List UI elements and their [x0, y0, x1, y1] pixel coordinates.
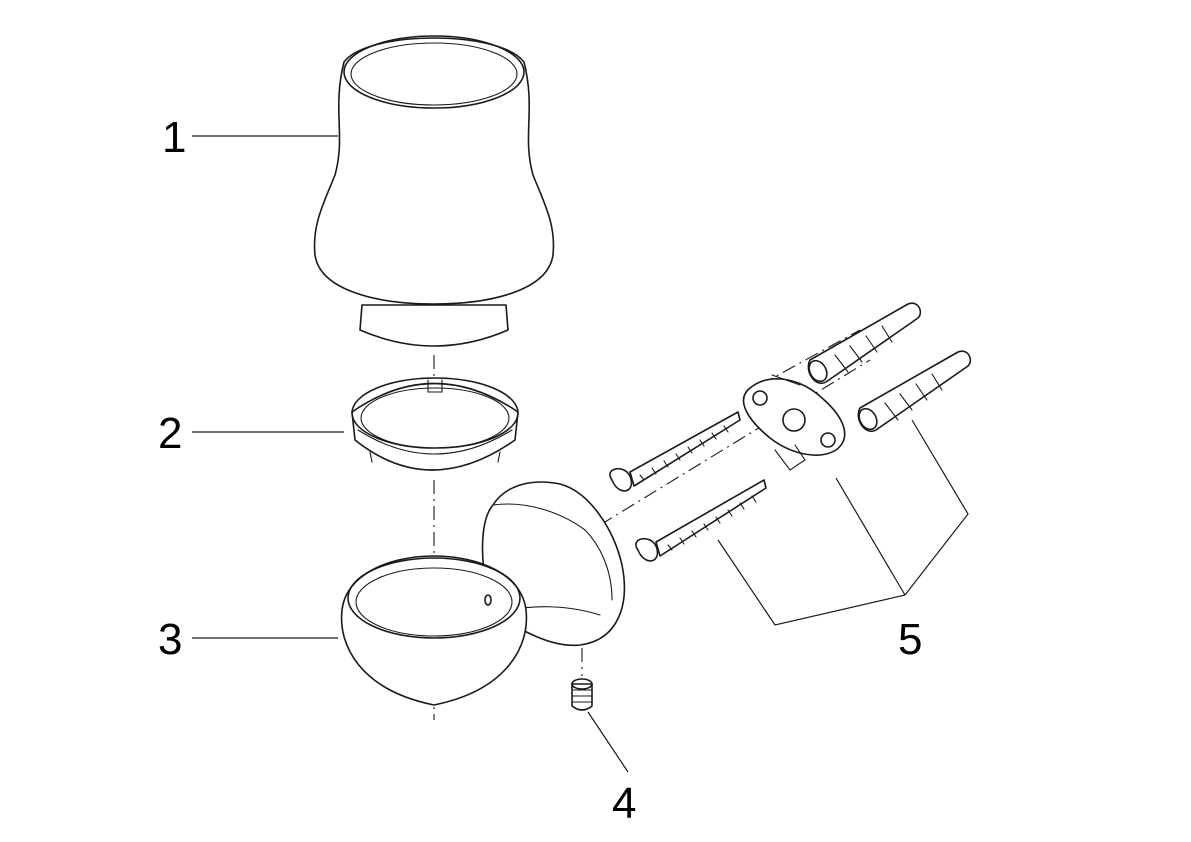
tumbler-glass — [313, 35, 555, 347]
leader-5-plugs — [904, 419, 969, 596]
leader-5-plate — [835, 477, 906, 596]
set-screw — [571, 678, 593, 711]
holder — [340, 481, 626, 706]
axis-wall-screws — [599, 359, 871, 526]
callout-2: 2 — [158, 409, 182, 458]
mounting-set — [609, 302, 972, 562]
retaining-ring — [351, 377, 519, 471]
callout-4: 4 — [612, 779, 636, 828]
callout-5: 5 — [898, 615, 922, 664]
leader-4 — [587, 711, 629, 773]
callout-3: 3 — [158, 615, 182, 664]
leader-5-screws — [717, 539, 906, 626]
axis-upper-plug — [759, 329, 861, 386]
callout-1: 1 — [162, 113, 186, 162]
